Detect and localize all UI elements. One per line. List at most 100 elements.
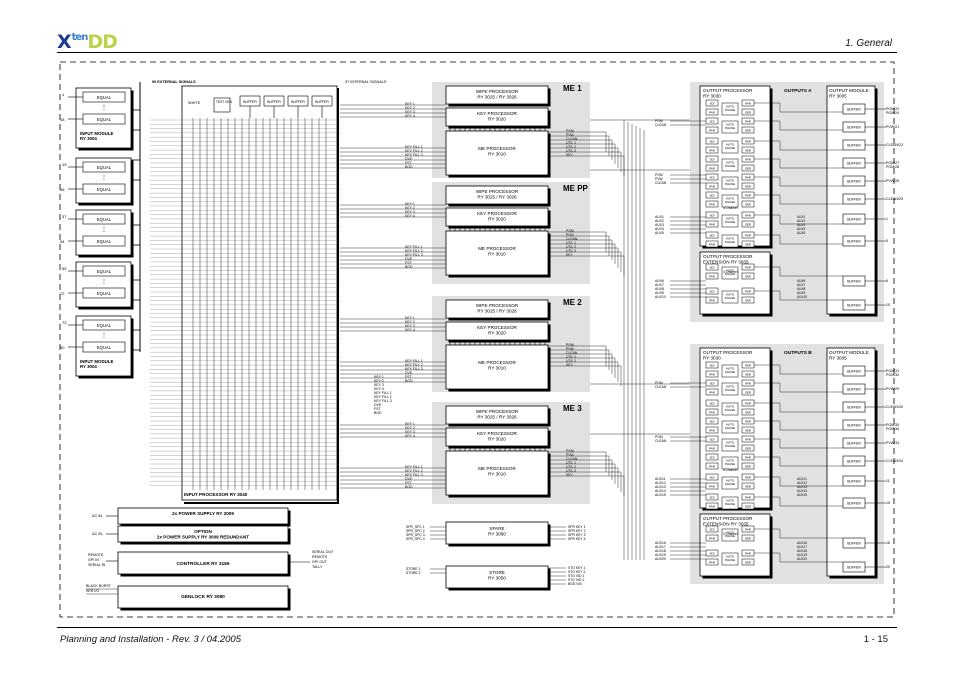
controller-output-label: SERIAL OUT <box>312 550 334 554</box>
par-cell <box>705 426 719 434</box>
key-input-label: KEY 1 <box>405 422 415 426</box>
ser-cell <box>741 408 755 416</box>
pin-label: 37 <box>62 214 67 219</box>
aux-input-label: AUX20 <box>655 557 666 561</box>
fill-input-label: KEY FILL 1 <box>405 245 423 249</box>
auto-phase-cell <box>721 234 739 248</box>
fill-input-label: KEY FILL 3 <box>405 473 423 477</box>
store-input-label: STORE 2 <box>406 571 421 575</box>
par-label: PAR <box>745 551 752 555</box>
fill-input-label: KEY FILL 3 <box>405 153 423 157</box>
par-label: PAR <box>709 484 716 488</box>
sdi-label: SDI <box>709 419 714 423</box>
par-cell <box>705 502 719 510</box>
sdi-cell <box>705 435 719 443</box>
sdi-label: SDI <box>709 233 714 237</box>
sdi-label: SDI <box>709 475 714 479</box>
sdi-label: SDI <box>709 551 714 555</box>
aux-input-label: AUX16 <box>655 541 666 545</box>
output-port-label: 11 <box>886 479 890 483</box>
output-buffer-label: BUFFER <box>847 108 861 112</box>
sdi-label: SDI <box>709 265 714 269</box>
ser-cell <box>741 462 755 470</box>
fill-input-label: FST <box>405 375 412 379</box>
par-label: PAR <box>745 213 752 217</box>
par-label: PAR <box>709 298 716 302</box>
aux-output-label: AUX17 <box>797 545 807 549</box>
pin-label: 19 <box>62 162 67 167</box>
output-buffer-label: BUFFER <box>847 304 861 308</box>
fill-input-label: DVE <box>405 157 413 161</box>
power-supply-label: 2x POWER SUPPLY RY 3009 <box>172 511 234 516</box>
key-input-label: KEY 4 <box>405 114 415 118</box>
me-output-label: KEY <box>566 253 574 257</box>
aux-output-label: AUX1 <box>797 215 806 219</box>
auto-phase-cell <box>721 140 739 154</box>
me-output-label: KEY <box>566 473 574 477</box>
key-input-label: KEY 3 <box>405 324 415 328</box>
auto-phase-cell <box>721 438 739 452</box>
auto-phase-cell <box>721 176 739 190</box>
par-cell <box>705 220 719 228</box>
ser-label: SER <box>745 504 752 508</box>
par-label: PAR <box>745 401 752 405</box>
output-input-label: PGM <box>655 119 663 123</box>
fill-input-label: DVE <box>405 477 413 481</box>
ac-in-label: AC IN <box>92 514 102 518</box>
ser-cell <box>741 296 755 304</box>
sdi-label: SDI <box>709 437 714 441</box>
ser-label: SER <box>745 410 752 414</box>
par-cell <box>705 272 719 280</box>
par-label: PAR <box>745 495 752 499</box>
me-output-label: PGM <box>566 449 574 453</box>
channel-label: 4 Channel <box>723 532 738 536</box>
output-buffer-label: BUFFER <box>847 162 861 166</box>
footer-title: Planning and Installation - Rev. 3 / 04.… <box>60 634 241 645</box>
output-input-label: CLEAN <box>655 385 667 389</box>
aux-input-label: AUX5 <box>655 231 664 235</box>
me3-input-label: FST <box>374 407 381 411</box>
controller-output-label: TALLY <box>312 565 323 569</box>
par-label: PAR <box>709 446 716 450</box>
me-output-label: UTIL 2 <box>566 359 576 363</box>
ser-label: SER <box>745 372 752 376</box>
output-input-label: PVW <box>655 177 664 181</box>
me-output-label: PGM <box>566 129 574 133</box>
me-output-label: KEY <box>566 363 574 367</box>
equal-label: EQUAL <box>97 323 112 328</box>
input-processor-shadow <box>184 502 339 504</box>
aux-output-label: AUX20 <box>797 557 807 561</box>
par-label: PAR <box>745 455 752 459</box>
ser-cell <box>741 502 755 510</box>
sdi-label: SDI <box>709 527 714 531</box>
wipe-processor <box>445 405 549 425</box>
section-title: 1. General <box>845 38 892 49</box>
par-cell <box>705 108 719 116</box>
sdi-cell <box>705 173 719 181</box>
ser-cell <box>741 200 755 208</box>
me-title: ME 3 <box>563 404 582 413</box>
par-label: PAR <box>745 363 752 367</box>
par-cell <box>705 408 719 416</box>
par-cell <box>705 482 719 490</box>
auto-phase-cell <box>721 266 739 280</box>
controller-input-label: REMOTE <box>88 553 104 557</box>
par-label: PAR <box>745 265 752 269</box>
par-label: PAR <box>709 390 716 394</box>
me-processor <box>445 450 549 496</box>
me-output-label: PVW <box>566 347 575 351</box>
aux-input-label: AUX17 <box>655 545 666 549</box>
auto-phase-cell <box>721 194 739 208</box>
par-cell <box>705 200 719 208</box>
